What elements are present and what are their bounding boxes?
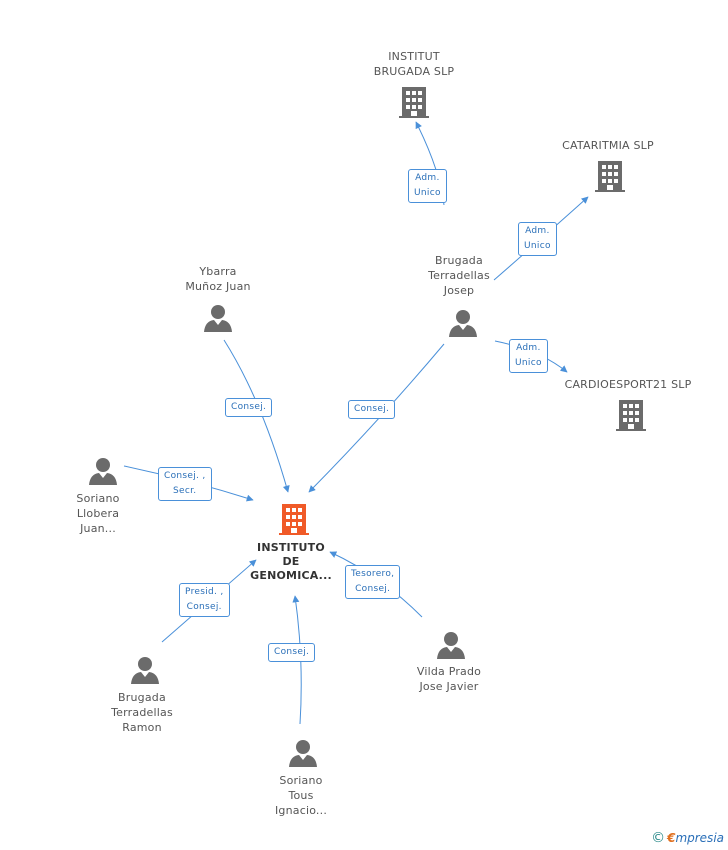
empresia-watermark: ©€mpresia [651, 830, 724, 846]
person-icon[interactable] [288, 738, 318, 768]
node-label-soriano-llobera[interactable]: Soriano Llobera Juan... [76, 492, 120, 535]
edge-label-adm-unico[interactable]: Adm. Unico [518, 222, 557, 256]
node-label-josep[interactable]: Brugada Terradellas Josep [428, 254, 490, 297]
node-label-cataritmia[interactable]: CATARITMIA SLP [562, 139, 654, 152]
edge-label-consej[interactable]: Consej. [268, 643, 316, 662]
node-label-ybarra[interactable]: Ybarra Muñoz Juan [185, 265, 251, 293]
edge-label-presid-consej[interactable]: Presid. , Consej. [179, 583, 230, 617]
edge-label-adm-unico[interactable]: Adm. Unico [509, 339, 548, 373]
edge-label-consej-secr[interactable]: Consej. , Secr. [158, 467, 212, 501]
edge-label-consej[interactable]: Consej. [348, 400, 396, 419]
main-building-icon[interactable] [278, 502, 310, 536]
edge-label-tesorero-consej[interactable]: Tesorero, Consej. [345, 565, 401, 599]
node-label-main[interactable]: INSTITUTO DE GENOMICA... [250, 541, 332, 582]
node-label-vilda[interactable]: Vilda Prado Jose Javier [416, 665, 482, 693]
person-icon[interactable] [448, 308, 478, 338]
node-label-soriano-tous[interactable]: Soriano Tous Ignacio... [274, 774, 328, 817]
building-icon[interactable] [594, 159, 626, 193]
node-label-ramon[interactable]: Brugada Terradellas Ramon [111, 691, 173, 734]
person-icon[interactable] [130, 655, 160, 685]
person-icon[interactable] [436, 630, 466, 660]
copyright-symbol: © [651, 830, 666, 846]
node-label-cardioesport[interactable]: CARDIOESPORT21 SLP [564, 378, 692, 391]
person-icon[interactable] [88, 456, 118, 486]
edge-label-consej[interactable]: Consej. [225, 398, 273, 417]
brand-name: mpresia [675, 831, 724, 845]
building-icon[interactable] [398, 85, 430, 119]
brand-logo-mark: € [667, 831, 676, 845]
person-icon[interactable] [203, 303, 233, 333]
edge-label-adm-unico[interactable]: Adm. Unico [408, 169, 447, 203]
building-icon[interactable] [615, 398, 647, 432]
node-label-institut-brugada[interactable]: INSTITUT BRUGADA SLP [373, 50, 455, 78]
